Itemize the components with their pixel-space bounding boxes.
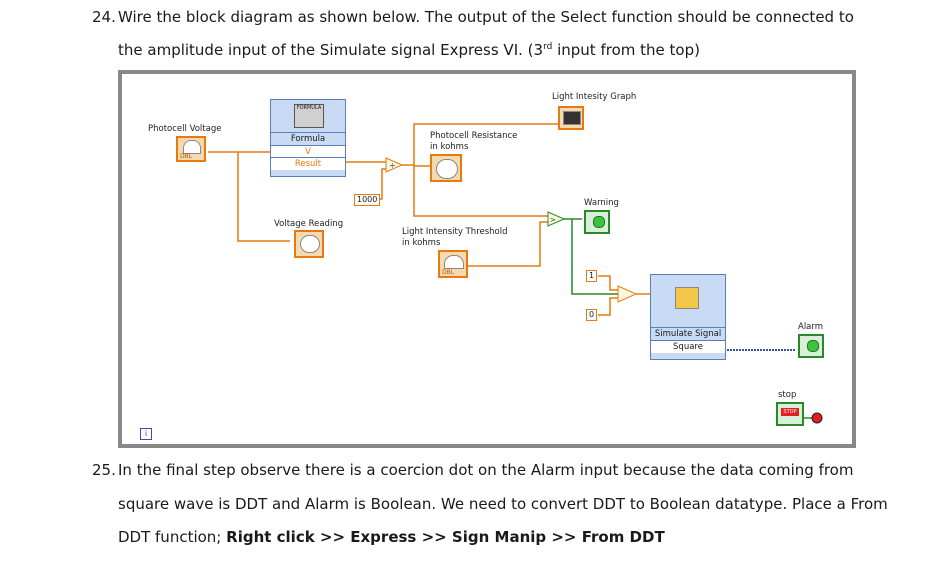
formula-input-v: V <box>271 145 345 158</box>
voltage-reading-label: Voltage Reading <box>274 219 344 229</box>
step-25-text-1: In the final step observe there is a coe… <box>118 461 854 479</box>
svg-text:>: > <box>550 216 556 224</box>
step-25-line-2: square wave is DDT and Alarm is Boolean.… <box>118 495 888 513</box>
photocell-resistance-label-1: Photocell Resistance <box>430 131 518 141</box>
constant-1000[interactable]: 1000 <box>354 194 381 206</box>
wire-const0-select <box>598 297 618 316</box>
stop-button-terminal[interactable]: STOP <box>776 402 804 426</box>
wire-compare-select <box>571 219 618 295</box>
photocell-resistance-label-2: in kohms <box>430 142 469 152</box>
stop-indicator <box>811 412 823 424</box>
knob-icon <box>444 255 464 269</box>
step-24-line-2: the amplitude input of the Simulate sign… <box>118 41 700 59</box>
light-graph-indicator[interactable] <box>558 106 584 130</box>
dbl-badge: DBL <box>180 153 193 160</box>
graph-icon <box>563 111 581 125</box>
photocell-voltage-terminal[interactable]: DBL <box>176 136 206 162</box>
gauge-icon <box>436 159 458 179</box>
wire-const1-select <box>598 275 618 291</box>
step-24-number: 24. <box>92 8 116 26</box>
formula-title: Formula <box>271 132 345 145</box>
wire-divide-graph <box>402 123 558 166</box>
formula-output-result: Result <box>271 157 345 170</box>
led-icon <box>807 340 819 352</box>
constant-1[interactable]: 1 <box>586 270 598 282</box>
greater-function <box>547 211 566 227</box>
step-24-text-2b: input from the top) <box>552 41 700 59</box>
threshold-label-1: Light Intensity Threshold <box>402 227 508 237</box>
wire-divide-resistance <box>413 165 430 167</box>
stop-label: stop <box>778 390 797 400</box>
warning-label: Warning <box>584 198 619 208</box>
wire-voltage-reading <box>237 152 290 242</box>
step-24-line-1: 24.Wire the block diagram as shown below… <box>92 8 854 26</box>
gauge-icon <box>183 140 201 154</box>
photocell-voltage-label: Photocell Voltage <box>148 124 222 134</box>
constant-0[interactable]: 0 <box>586 309 598 321</box>
stop-button-icon: STOP <box>781 408 799 416</box>
formula-icon-label: FORMULA <box>296 105 322 111</box>
wire-threshold-compare <box>468 221 548 267</box>
step-25-line-1: 25.In the final step observe there is a … <box>92 461 853 479</box>
divide-function <box>385 157 404 173</box>
dbl-badge: DBL <box>442 269 455 276</box>
alarm-label: Alarm <box>798 322 824 332</box>
step-25-number: 25. <box>92 461 116 479</box>
step-25-menu-path: Right click >> Express >> Sign Manip >> … <box>226 528 665 546</box>
alarm-led[interactable] <box>798 334 824 358</box>
block-diagram: ÷ > Photocell Voltage DBL FORMULA Formul… <box>118 70 856 448</box>
step-24-text-2a: the amplitude input of the Simulate sign… <box>118 41 544 59</box>
step-25-text-2: square wave is DDT and Alarm is Boolean.… <box>118 495 888 513</box>
calculator-icon: FORMULA <box>294 104 324 128</box>
step-24-sup: rd <box>543 42 553 52</box>
step-25-line-3: DDT function; Right click >> Express >> … <box>118 528 665 546</box>
signal-icon <box>675 287 699 309</box>
step-24-text-1: Wire the block diagram as shown below. T… <box>118 8 854 26</box>
warning-led[interactable] <box>584 210 610 234</box>
svg-text:÷: ÷ <box>389 161 396 170</box>
meter-icon <box>300 235 320 253</box>
threshold-label-2: in kohms <box>402 238 441 248</box>
step-25-text-3: DDT function; <box>118 528 227 546</box>
wire-divide-compare <box>413 165 548 217</box>
led-icon <box>593 216 605 228</box>
formula-express-vi[interactable]: FORMULA Formula V Result <box>270 99 346 177</box>
info-icon: i <box>140 428 152 440</box>
simulate-signal-express-vi[interactable]: Simulate Signal Square <box>650 274 726 360</box>
photocell-resistance-indicator[interactable] <box>430 154 462 182</box>
threshold-control[interactable]: DBL <box>438 250 468 278</box>
simulate-type: Square <box>651 340 725 353</box>
light-graph-label: Light Intesity Graph <box>552 92 637 102</box>
select-function <box>617 285 638 303</box>
simulate-title: Simulate Signal <box>651 327 725 340</box>
voltage-reading-indicator[interactable] <box>294 230 324 258</box>
wires: ÷ > <box>208 123 823 424</box>
